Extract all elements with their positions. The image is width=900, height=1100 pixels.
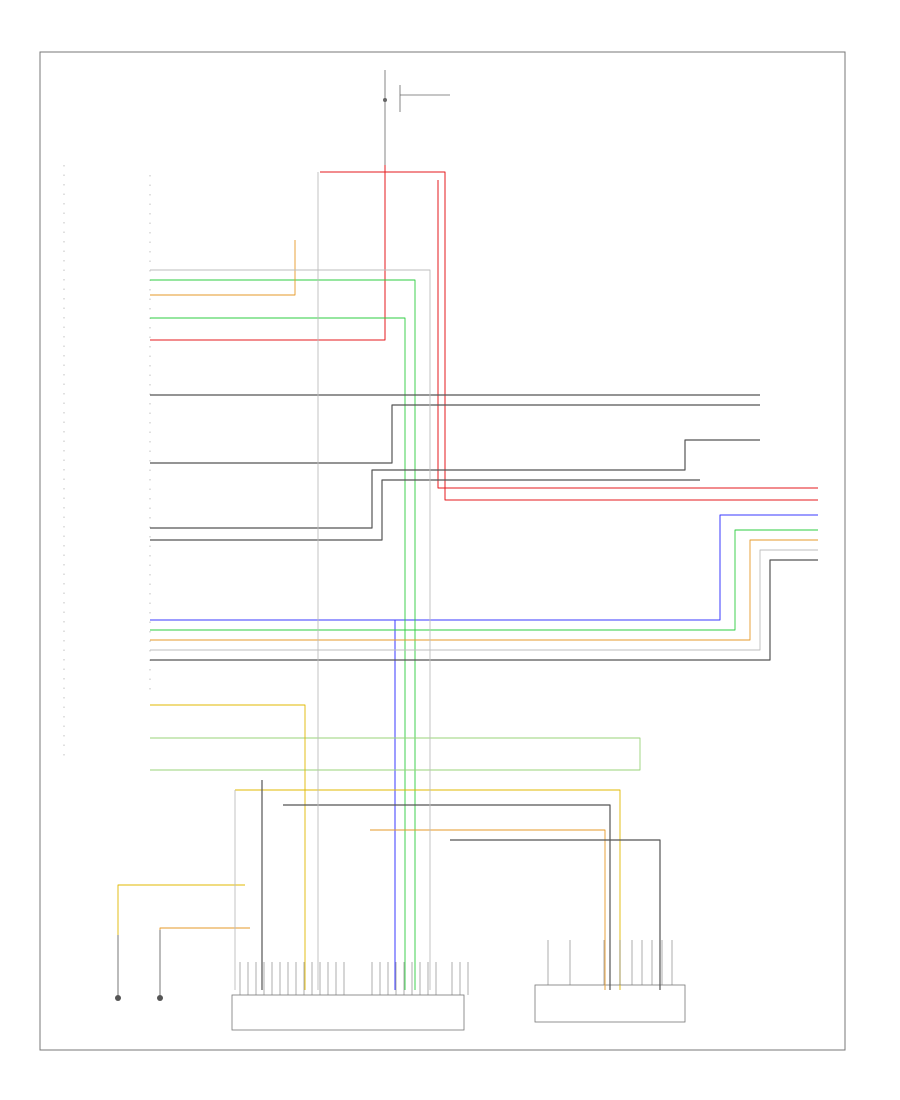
wire-trace-11: [117, 884, 245, 935]
wire-trace-24: [150, 269, 431, 990]
wire-trace-26: [150, 549, 818, 651]
wire-trace-6: [150, 317, 406, 990]
wire-trace-17: [150, 404, 760, 464]
wire-trace-22: [450, 839, 661, 990]
diagram-frame: [39, 51, 846, 1051]
left-connector-pins: [63, 165, 151, 762]
fuse-block: [383, 70, 450, 165]
wire-trace-9: [150, 704, 306, 990]
ground-symbols: [115, 930, 163, 1001]
wire-trace-12: [150, 240, 296, 296]
wire-trace-20: [150, 559, 818, 661]
wire-trace-10: [235, 789, 621, 990]
wire-trace-3: [150, 514, 818, 621]
wire-trace-14: [159, 927, 250, 930]
wire-trace-21: [283, 804, 611, 990]
wire-trace-2: [437, 180, 818, 489]
wire-trace-8: [150, 737, 641, 771]
wire-trace-5: [150, 279, 416, 990]
wire-trace-19: [150, 479, 700, 541]
amplifier-module-box: [231, 994, 465, 1031]
wire-trace-0: [150, 165, 386, 341]
wire-trace-1: [320, 171, 818, 501]
rear-module-box: [534, 984, 686, 1023]
wire-group: [117, 165, 818, 995]
wire-trace-7: [150, 529, 818, 631]
wire-trace-18: [150, 439, 760, 529]
wire-trace-15: [370, 829, 606, 990]
wire-trace-13: [150, 539, 818, 641]
